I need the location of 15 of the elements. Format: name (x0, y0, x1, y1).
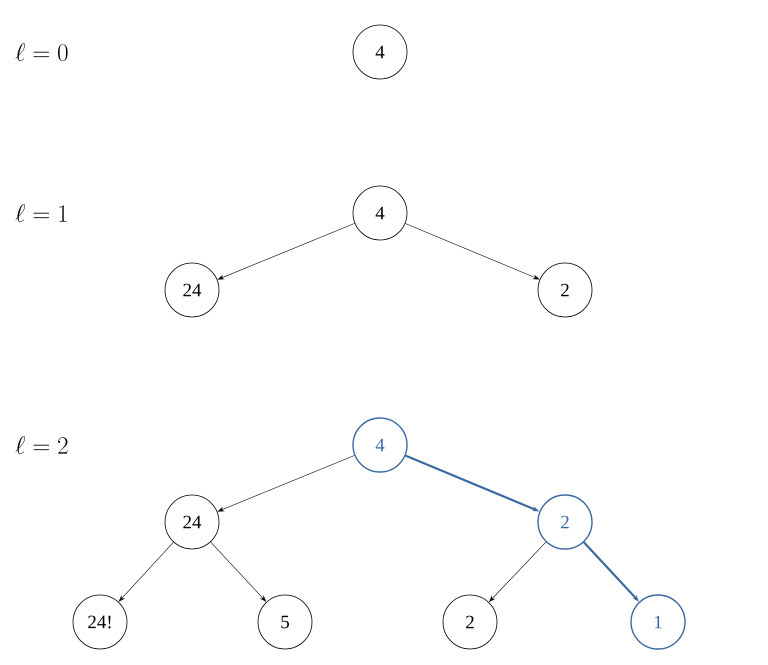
tree-node: 24 (164, 262, 220, 318)
tree-node: 1 (630, 594, 686, 650)
tree-node: 5 (258, 594, 312, 650)
level-label: $\ell = 1$ (16, 204, 67, 222)
tree-node: 2 (537, 494, 593, 550)
tree-node: 4 (352, 24, 408, 80)
tree-node: 4 (352, 186, 408, 240)
level-label: $\ell = 2$ (16, 436, 68, 454)
tree-node: 2 (442, 594, 498, 650)
tree-node: 4 (352, 417, 408, 473)
tree-node: 2 (538, 262, 592, 318)
tree-node: 24! (72, 594, 128, 650)
level-label: $\ell = 0$ (16, 43, 68, 62)
arrow (210, 542, 266, 602)
tree-node: 24 (164, 494, 220, 550)
